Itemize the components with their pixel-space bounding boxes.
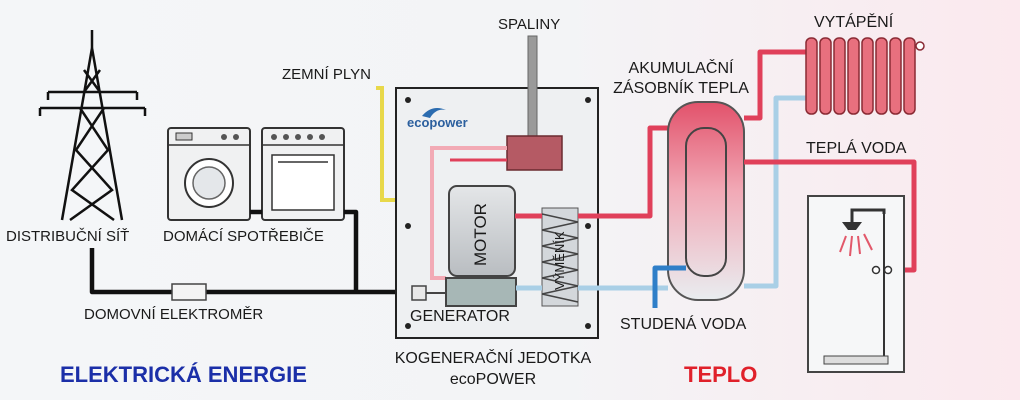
exchanger-label: VÝMĚNÍK xyxy=(552,231,567,290)
ecopower-logo-icon xyxy=(422,108,446,118)
brand-logo-text: ecopower xyxy=(407,115,468,130)
washing-machine-icon xyxy=(167,127,251,221)
meter-label: DOMOVNÍ ELEKTROMĚR xyxy=(84,306,264,323)
generator-block xyxy=(445,277,517,307)
heating-supply-pipe xyxy=(744,49,806,121)
housing-screws xyxy=(405,97,591,329)
radiator-icon xyxy=(805,37,925,115)
storage-label-line1: AKUMULAČNÍ xyxy=(628,60,734,77)
grid-label: DISTRIBUČNÍ SÍŤ xyxy=(6,228,130,245)
cold-water-inlet-pipe xyxy=(652,265,686,308)
shower-icon xyxy=(807,195,905,373)
unit-label-line1: KOGENERAČNÍ JEDOTKA xyxy=(394,350,592,367)
heating-return-pipe xyxy=(744,95,806,289)
storage-tank-inner xyxy=(685,127,727,277)
gas-label: ZEMNÍ PLYN xyxy=(282,66,371,83)
motor-block xyxy=(448,185,516,277)
heat-exchanger xyxy=(541,207,579,307)
hot-pipe-to-storage xyxy=(578,125,676,219)
electric-energy-title: ELEKTRICKÁ ENERGIE xyxy=(60,362,307,387)
flue-label: SPALINY xyxy=(498,16,561,33)
generator-label: GENERATOR xyxy=(410,308,510,325)
flue-pipe xyxy=(527,35,538,137)
generator-connector xyxy=(411,285,427,301)
stove-icon xyxy=(261,127,345,221)
electric-cable xyxy=(89,209,412,295)
motor-label: MOTOR xyxy=(471,203,490,266)
hot-water-label: TEPLÁ VODA xyxy=(806,140,907,157)
flue-box xyxy=(506,135,563,171)
storage-label-line2: ZÁSOBNÍK TEPLA xyxy=(613,80,749,97)
heat-title: TEPLO xyxy=(684,362,758,387)
power-pylon-icon xyxy=(38,30,147,222)
unit-label-line2: ecoPOWER xyxy=(449,371,537,388)
internal-warm-pipes xyxy=(430,146,507,280)
heating-label: VYTÁPĚNÍ xyxy=(814,14,894,31)
appliances-label: DOMÁCÍ SPOTŘEBIČE xyxy=(163,228,324,245)
electricity-meter xyxy=(171,283,207,301)
cold-water-label: STUDENÁ VODA xyxy=(620,316,747,333)
